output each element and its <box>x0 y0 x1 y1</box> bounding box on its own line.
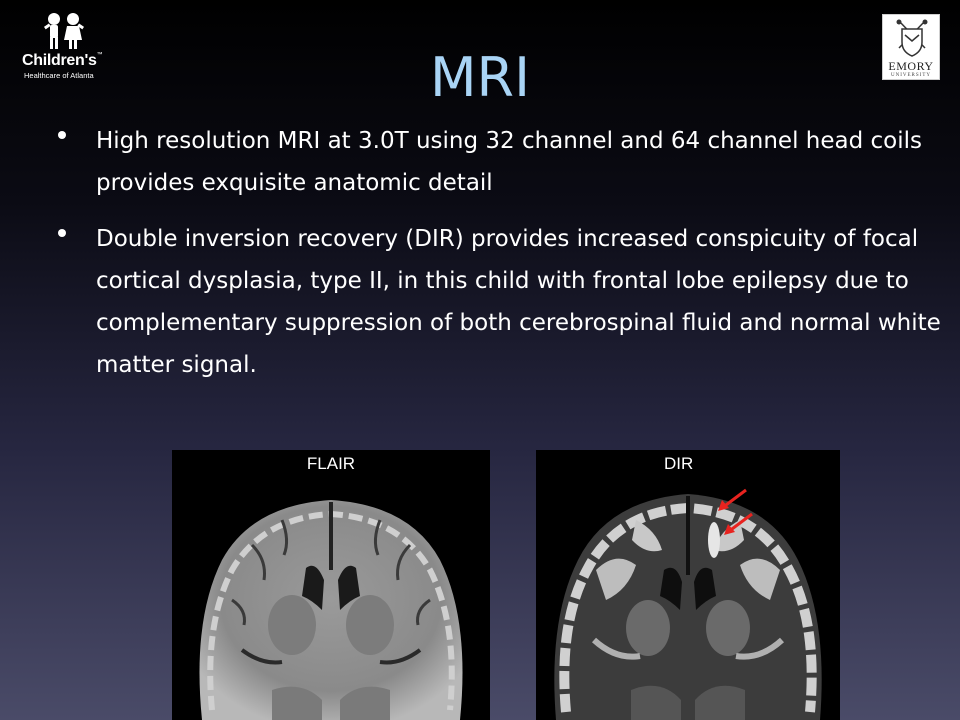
bullet-text: High resolution MRI at 3.0T using 32 cha… <box>96 128 922 196</box>
emory-shield-icon <box>896 19 928 57</box>
bullet-text: Double inversion recovery (DIR) provides… <box>96 226 941 378</box>
flair-brain-scan <box>199 500 463 720</box>
emory-logo-subtitle: UNIVERSITY <box>891 73 931 78</box>
emory-university-logo: EMORY UNIVERSITY <box>882 14 940 80</box>
flair-label: FLAIR <box>306 454 356 473</box>
emory-logo-name: EMORY <box>888 59 934 73</box>
children-figures-icon <box>43 13 85 49</box>
bullet-dot-icon <box>58 131 66 139</box>
bullet-item: High resolution MRI at 3.0T using 32 cha… <box>58 120 948 204</box>
red-arrow-icon <box>724 512 753 535</box>
red-arrow-icon <box>718 488 747 511</box>
bullet-list: High resolution MRI at 3.0T using 32 cha… <box>58 120 948 400</box>
slide-title: MRI <box>429 46 531 109</box>
dir-mri-image: DIR <box>536 450 840 720</box>
dir-brain-scan <box>554 494 822 720</box>
childrens-logo-subtitle: Healthcare of Atlanta <box>24 71 94 80</box>
bullet-dot-icon <box>58 229 66 237</box>
dir-label: DIR <box>664 454 694 473</box>
bullet-item: Double inversion recovery (DIR) provides… <box>58 218 948 386</box>
childrens-logo-name: Children's™ <box>22 52 103 69</box>
childrens-healthcare-logo: Children's™ Healthcare of Atlanta <box>14 12 134 84</box>
flair-mri-image: FLAIR <box>172 450 490 720</box>
